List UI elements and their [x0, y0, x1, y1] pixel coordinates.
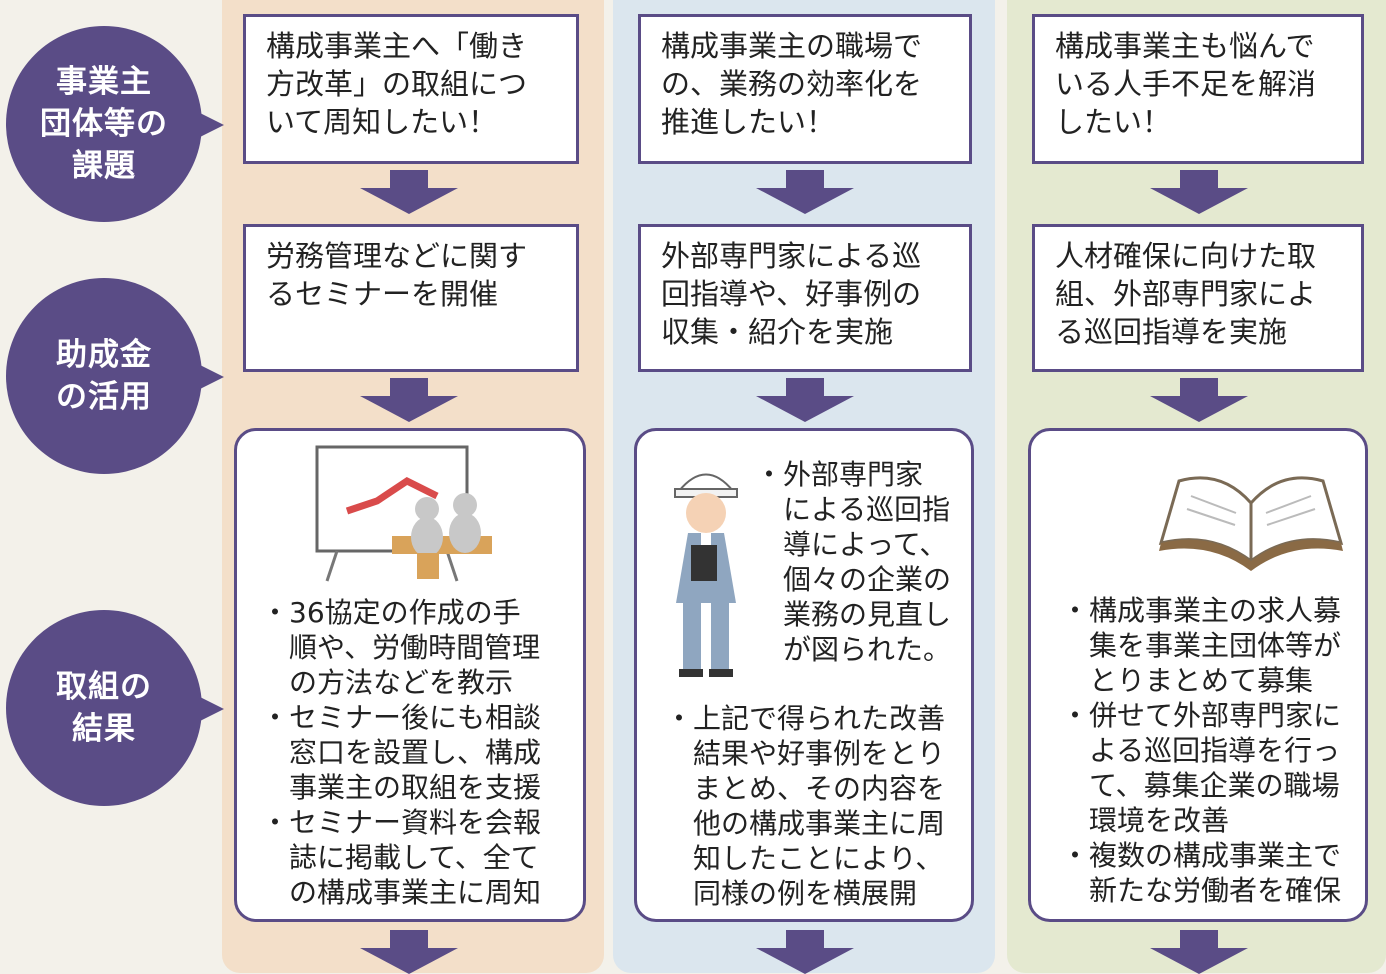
- result-text-line: 誌に掲載して、全て: [261, 841, 539, 874]
- result-text-line: 業務の見直し: [755, 598, 952, 631]
- grant-text-line: る巡回指導を実施: [1055, 315, 1288, 349]
- result-text-line: 窓口を設置し、構成: [261, 736, 542, 769]
- result-text-line: ・セミナー資料を会報: [261, 806, 542, 839]
- result-list-1: ・36協定の作成の手 順や、労働時間管理 の方法などを教示 ・セミナー後にも相談…: [261, 595, 541, 910]
- result-text-line: ・構成事業主の求人募: [1061, 594, 1342, 627]
- result-text-line: よる巡回指導を行っ: [1061, 734, 1341, 767]
- worker-with-helmet-icon: [674, 473, 738, 677]
- label-grant-line: の活用: [56, 379, 152, 415]
- label-result-line: 取組の: [56, 669, 152, 705]
- issue-text-line: いて周知したい！: [266, 105, 498, 139]
- result-text-line: まとめ、その内容を: [665, 772, 946, 805]
- result-text-line: による巡回指: [755, 493, 951, 526]
- grant-box-2: 外部専門家による巡 回指導や、好事例の 収集・紹介を実施: [638, 224, 972, 372]
- result-text-line: ・外部専門家: [755, 458, 924, 491]
- result-text-line: の方法などを教示: [261, 666, 514, 699]
- result-top-list-2: ・外部専門家 による巡回指 導によって、 個々の企業の 業務の見直し が図られた…: [755, 457, 951, 667]
- result-text-line: ・併せて外部専門家に: [1061, 699, 1342, 732]
- label-grant: 助成金 の活用: [6, 278, 224, 474]
- result-text-line: 環境を改善: [1061, 804, 1230, 837]
- result-text-line: 順や、労働時間管理: [261, 631, 541, 664]
- grant-box-3: 人材確保に向けた取 組、外部専門家によ る巡回指導を実施: [1032, 224, 1364, 372]
- grant-text-line: 回指導や、好事例の: [661, 277, 922, 311]
- open-book-icon: [1158, 476, 1344, 571]
- label-issue-line: 課題: [72, 148, 136, 184]
- label-issue-line: 事業主: [56, 64, 152, 100]
- label-result-line: 結果: [72, 711, 136, 747]
- result-box-3: ・構成事業主の求人募 集を事業主団体等が とりまとめて募集 ・併せて外部専門家に…: [1028, 428, 1368, 922]
- result-text-line: ・上記で得られた改善: [665, 702, 946, 735]
- down-arrow-icon: [1150, 930, 1248, 974]
- down-arrow-icon: [360, 378, 458, 422]
- seminar-illustration-icon: [315, 445, 492, 582]
- result-text-line: とりまとめて募集: [1061, 664, 1314, 697]
- result-text-line: 事業主の取組を支援: [261, 771, 542, 804]
- down-arrow-icon: [756, 378, 854, 422]
- label-result: 取組の 結果: [6, 610, 224, 806]
- down-arrow-icon: [756, 170, 854, 214]
- result-text-line: ・セミナー後にも相談: [261, 701, 542, 734]
- result-text-line: ・36協定の作成の手: [261, 596, 521, 629]
- issue-box-1: 構成事業主へ「働き 方改革」の取組につ いて周知したい！: [243, 14, 579, 164]
- result-list-2: ・上記で得られた改善 結果や好事例をとり まとめ、その内容を 他の構成事業主に周…: [665, 701, 945, 911]
- label-issue: 事業主 団体等の 課題: [6, 26, 224, 222]
- down-arrow-icon: [1150, 170, 1248, 214]
- result-text-line: 個々の企業の: [755, 563, 952, 596]
- result-text-line: の構成事業主に周知: [261, 876, 542, 909]
- issue-text-line: いる人手不足を解消: [1055, 67, 1317, 101]
- result-text-line: 同様の例を横展開: [665, 877, 918, 910]
- grant-text-line: 組、外部専門家によ: [1055, 277, 1317, 311]
- grant-box-1: 労務管理などに関す るセミナーを開催: [243, 224, 579, 372]
- issue-text-line: 推進したい！: [661, 105, 836, 139]
- result-text-line: 知したことにより、: [665, 842, 944, 875]
- issue-text-line: の、業務の効率化を: [661, 67, 923, 101]
- result-list-3: ・構成事業主の求人募 集を事業主団体等が とりまとめて募集 ・併せて外部専門家に…: [1061, 593, 1341, 908]
- result-text-line: が図られた。: [755, 633, 952, 666]
- label-grant-line: 助成金: [56, 337, 152, 373]
- issue-text-line: 方改革」の取組につ: [266, 67, 528, 101]
- result-box-2: ・外部専門家 による巡回指 導によって、 個々の企業の 業務の見直し が図られた…: [634, 428, 974, 922]
- grant-text-line: 人材確保に向けた取: [1055, 239, 1317, 273]
- down-arrow-icon: [360, 170, 458, 214]
- down-arrow-icon: [1150, 378, 1248, 422]
- issue-text-line: 構成事業主の職場で: [661, 29, 923, 63]
- result-text-line: 新たな労働者を確保: [1061, 874, 1342, 907]
- down-arrow-icon: [756, 930, 854, 974]
- grant-text-line: 収集・紹介を実施: [661, 315, 894, 349]
- down-arrow-icon: [360, 930, 458, 974]
- result-text-line: 他の構成事業主に周: [665, 807, 946, 840]
- result-text-line: 結果や好事例をとり: [665, 737, 946, 770]
- result-text-line: て、募集企業の職場: [1061, 769, 1340, 802]
- result-text-line: 集を事業主団体等が: [1061, 629, 1342, 662]
- result-text-line: 導によって、: [755, 528, 948, 561]
- result-box-1: ・36協定の作成の手 順や、労働時間管理 の方法などを教示 ・セミナー後にも相談…: [234, 428, 586, 922]
- issue-text-line: 構成事業主も悩んで: [1055, 29, 1315, 63]
- grant-text-line: 外部専門家による巡: [661, 239, 922, 273]
- issue-box-3: 構成事業主も悩んで いる人手不足を解消 したい！: [1032, 14, 1364, 164]
- label-issue-line: 団体等の: [40, 106, 168, 142]
- issue-text-line: 構成事業主へ「働き: [266, 29, 528, 63]
- grant-text-line: 労務管理などに関す: [266, 239, 528, 273]
- issue-box-2: 構成事業主の職場で の、業務の効率化を 推進したい！: [638, 14, 972, 164]
- issue-text-line: したい！: [1055, 105, 1172, 139]
- result-text-line: ・複数の構成事業主で: [1061, 839, 1342, 872]
- grant-text-line: るセミナーを開催: [266, 277, 499, 311]
